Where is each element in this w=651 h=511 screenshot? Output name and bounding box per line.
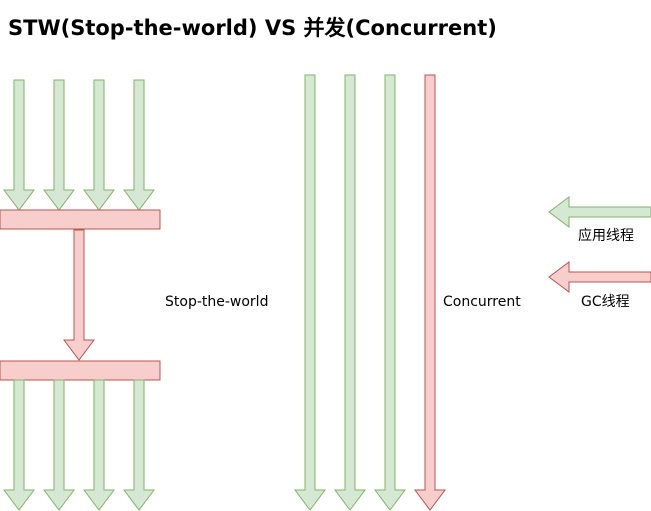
concurrent-label: Concurrent [443,294,521,310]
gc-pause-start-bar [0,209,161,230]
stw-app-threads-before [3,79,155,211]
legend-app-thread-label: 应用线程 [578,227,634,244]
stw-app-threads-after [3,379,155,511]
app-thread-arrow [43,379,75,511]
app-thread-arrow [374,74,406,511]
app-thread-arrow [3,79,35,211]
stw-label: Stop-the-world [165,294,268,310]
gc-pause-end-bar [0,360,161,381]
legend-gc-thread-arrow [548,261,651,293]
app-thread-arrow [83,379,115,511]
app-thread-arrow [123,379,155,511]
legend-app-thread-arrow [548,196,651,228]
gc-thread-arrow [63,229,95,361]
gc-thread-arrow [414,74,446,511]
diagram-title: STW(Stop-the-world) VS 并发(Concurrent) [8,16,497,40]
app-thread-arrow [3,379,35,511]
app-thread-arrow [43,79,75,211]
legend-gc-thread-label: GC线程 [581,294,630,310]
app-thread-arrow [294,74,326,511]
app-thread-arrow [334,74,366,511]
app-thread-arrow [123,79,155,211]
legend: 应用线程 GC线程 [548,196,651,310]
concurrent-threads [294,74,446,511]
app-thread-arrow [83,79,115,211]
